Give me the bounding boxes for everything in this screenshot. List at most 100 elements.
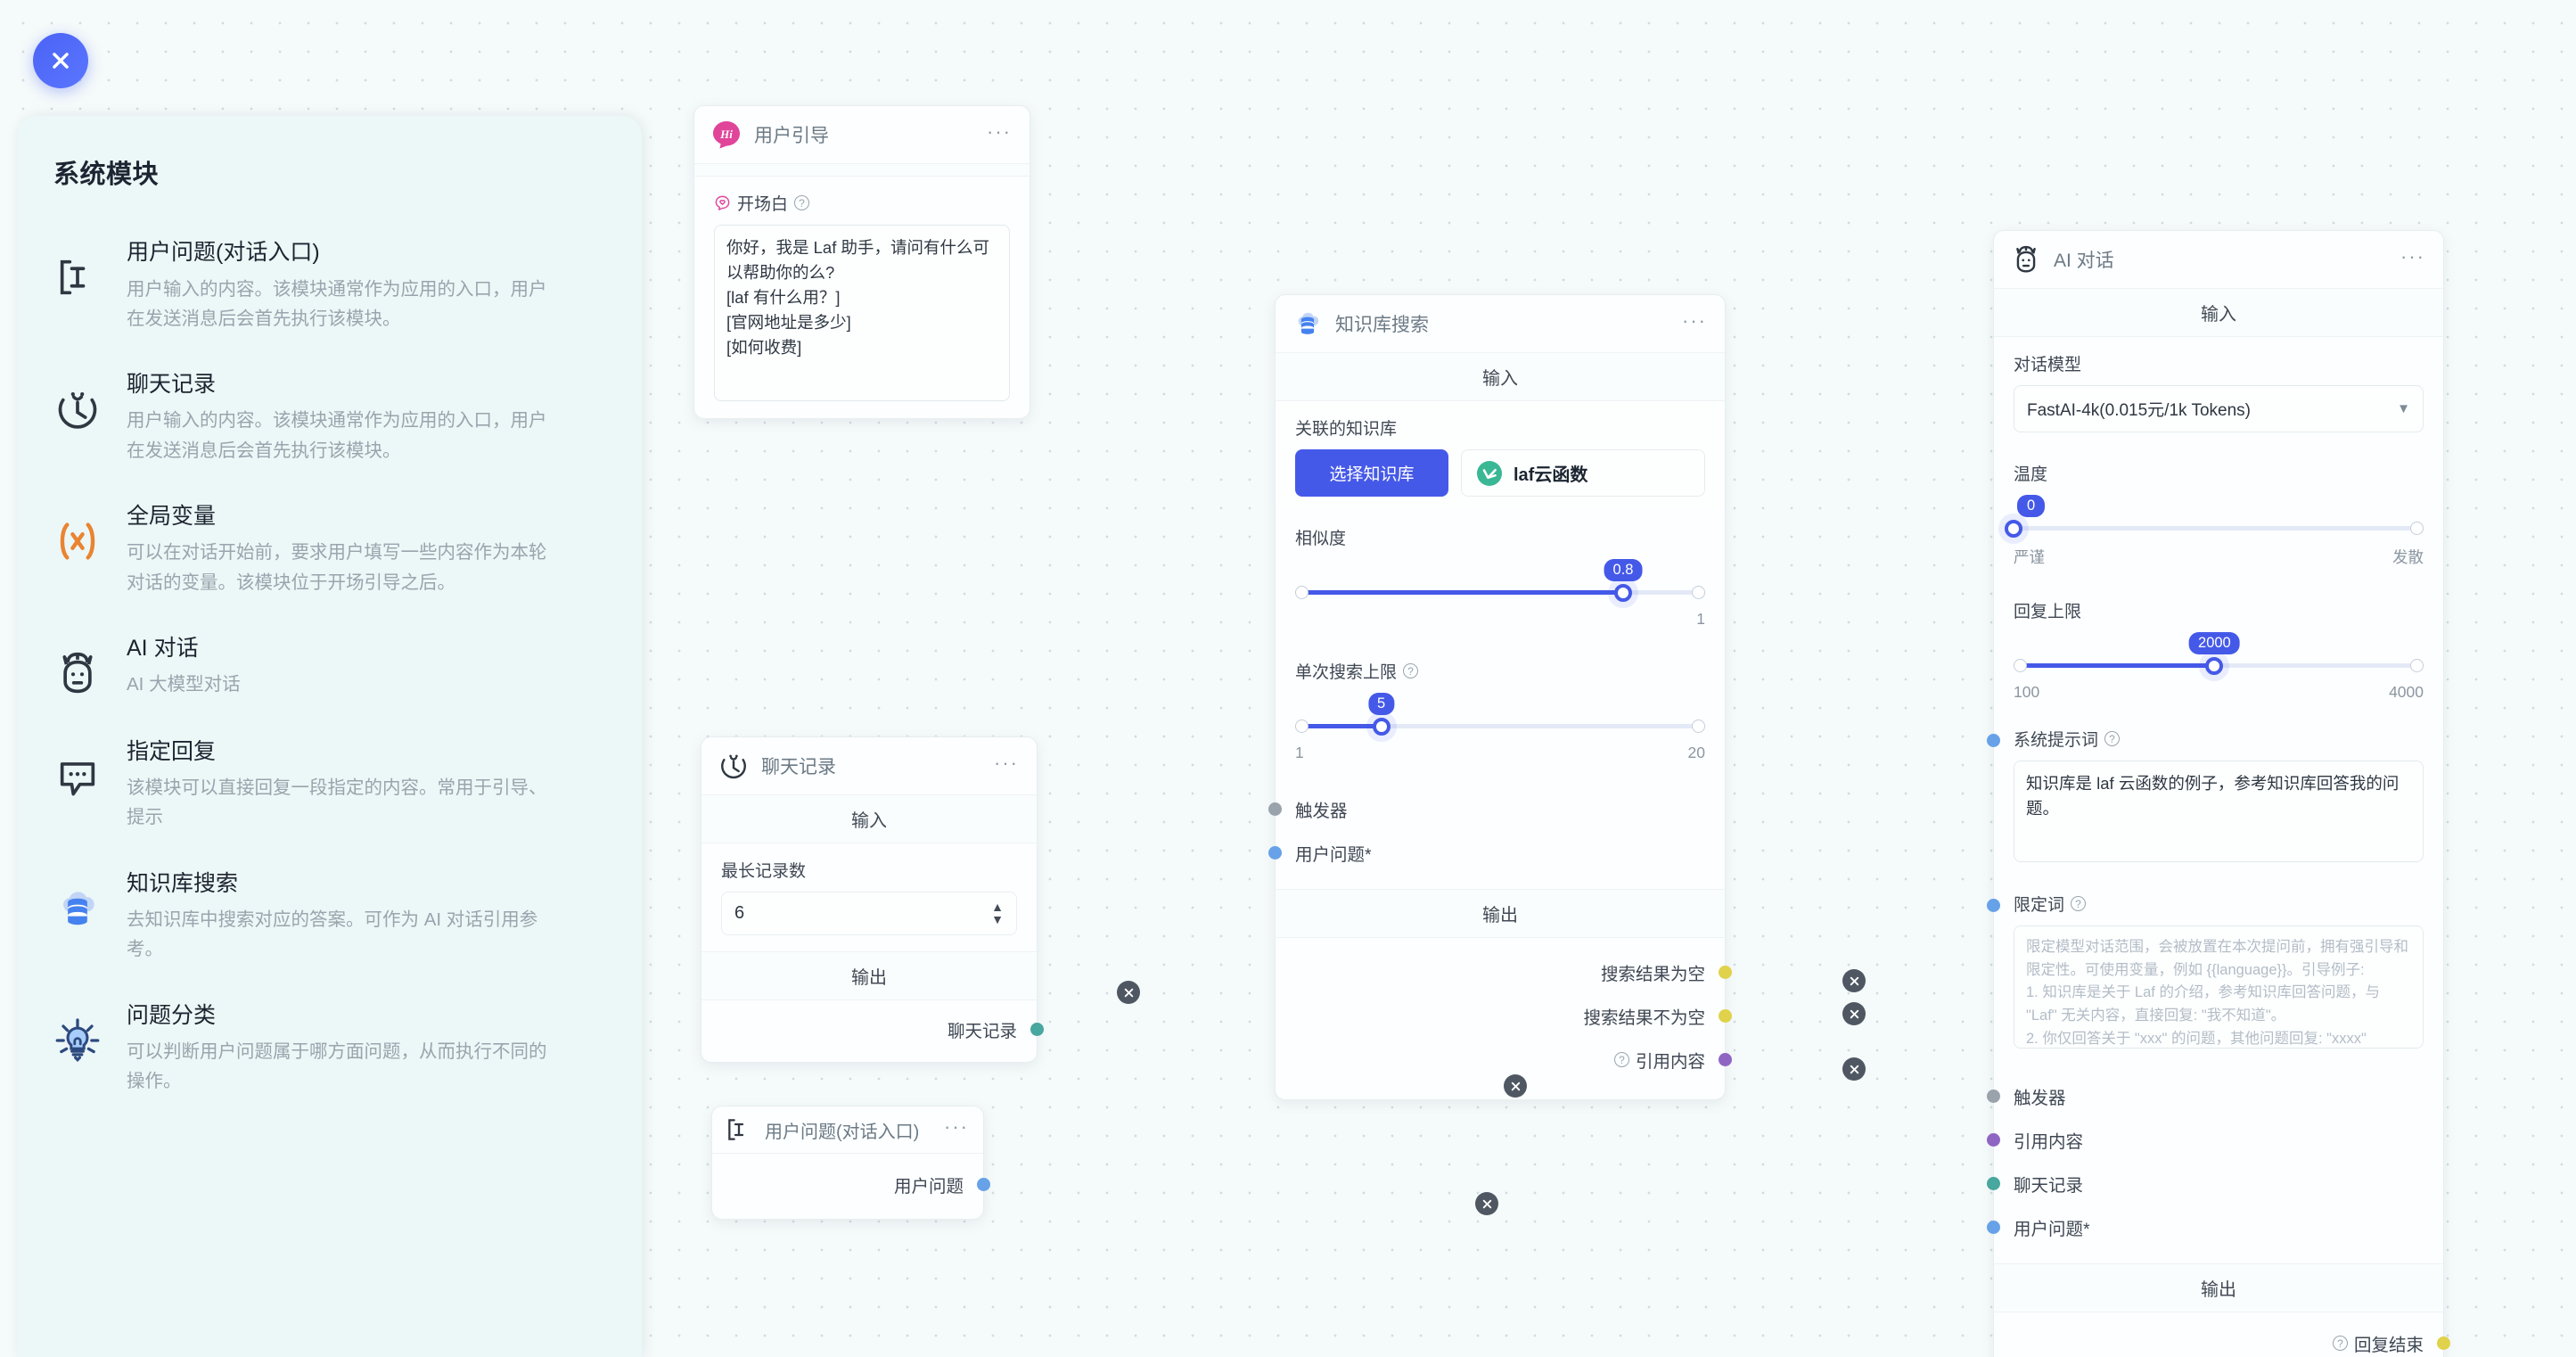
select-kb-button[interactable]: 选择知识库 <box>1295 449 1448 497</box>
port-dot-yellow[interactable] <box>1719 1009 1732 1023</box>
slider-knob[interactable] <box>2005 520 2022 538</box>
port-row-quote-content[interactable]: ? 引用内容 <box>1295 1038 1732 1081</box>
stepper-down-icon[interactable]: ▼ <box>991 912 1004 927</box>
module-item-global-variable[interactable]: 全局变量 可以在对话开始前，要求用户填写一些内容作为本轮对话的变量。该模块位于开… <box>18 481 642 613</box>
node-title: 知识库搜索 <box>1335 315 1429 335</box>
temperature-slider[interactable]: 0 <box>2005 495 2424 547</box>
slider-value-bubble: 5 <box>1368 693 1395 715</box>
module-item-chat-history[interactable]: 聊天记录 用户输入的内容。该模块通常作为应用的入口，用户在发送消息后会首先执行该… <box>18 350 642 481</box>
port-row-user-question-in[interactable]: 用户问题* <box>1987 1205 2424 1249</box>
port-row-chat-history-in[interactable]: 聊天记录 <box>1987 1162 2424 1205</box>
node-menu-button[interactable]: ··· <box>1682 309 1707 333</box>
node-menu-button[interactable]: ··· <box>994 752 1019 775</box>
help-icon[interactable]: ? <box>2104 731 2121 746</box>
module-item-ai-chat[interactable]: AI 对话 AI 大模型对话 <box>18 613 642 717</box>
node-menu-button[interactable]: ··· <box>944 1115 969 1139</box>
module-desc: 可以判断用户问题属于哪方面问题，从而执行不同的操作。 <box>127 1041 547 1092</box>
text-input-icon <box>725 1115 753 1144</box>
port-dot-grey[interactable] <box>1268 802 1282 816</box>
module-item-question-classify[interactable]: 问题分类 可以判断用户问题属于哪方面问题，从而执行不同的操作。 <box>18 981 642 1113</box>
port-dot-grey[interactable] <box>1987 1090 2000 1103</box>
edge-delete-button[interactable] <box>1842 1057 1866 1081</box>
temperature-block: 温度 0 严谨 发散 <box>1994 445 2443 580</box>
edge-delete-button[interactable] <box>1475 1192 1498 1215</box>
lightbulb-icon <box>50 1013 105 1068</box>
port-row-user-question-in[interactable]: 用户问题* <box>1268 831 1705 875</box>
field-label-search-limit: 单次搜索上限 ? <box>1295 659 1705 683</box>
node-kb-search[interactable]: 知识库搜索 ··· 输入 关联的知识库 选择知识库 laf云函数 相似度 <box>1268 294 1732 1100</box>
port-dot-blue[interactable] <box>1987 899 2000 912</box>
edge-delete-button[interactable] <box>1117 981 1140 1004</box>
port-dot-teal[interactable] <box>1987 1177 2000 1190</box>
slider-track <box>1295 724 1705 728</box>
port-dot-blue[interactable] <box>1987 734 2000 747</box>
help-icon[interactable]: ? <box>2332 1336 2348 1351</box>
module-item-user-question[interactable]: 用户问题(对话入口) 用户输入的内容。该模块通常作为应用的入口，用户在发送消息后… <box>18 218 642 350</box>
max-token-slider[interactable]: 2000 <box>2014 632 2424 685</box>
help-icon[interactable]: ? <box>2071 896 2087 911</box>
ai-robot-icon <box>2010 243 2042 276</box>
port-dot-yellow[interactable] <box>2437 1336 2450 1350</box>
port-dot-blue[interactable] <box>977 1178 990 1191</box>
port-row-trigger-in[interactable]: 触发器 <box>1987 1074 2424 1118</box>
node-menu-button[interactable]: ··· <box>2400 245 2425 268</box>
field-label-opening: 开场白 ? <box>714 191 1010 215</box>
module-item-specified-reply[interactable]: 指定回复 该模块可以直接回复一段指定的内容。常用于引导、提示 <box>18 717 642 849</box>
port-dot-teal[interactable] <box>1030 1023 1044 1037</box>
model-select[interactable]: FastAI-4k(0.015元/1k Tokens) ▼ <box>2014 385 2424 432</box>
search-limit-slider[interactable]: 5 <box>1295 693 1705 745</box>
slider-knob[interactable] <box>1372 718 1391 736</box>
node-user-question[interactable]: 用户问题(对话入口) ··· 用户问题 <box>711 1106 990 1220</box>
section-input: 输入 <box>701 795 1037 843</box>
node-chat-history[interactable]: 聊天记录 ··· 输入 最长记录数 6 ▲ ▼ 输出 聊天记录 <box>701 736 1044 1064</box>
node-menu-button[interactable]: ··· <box>987 120 1012 144</box>
system-prompt-input[interactable] <box>2014 761 2424 862</box>
port-label: 搜索结果不为空 <box>1583 1008 1705 1028</box>
port-row-nonempty-result[interactable]: 搜索结果不为空 <box>1295 994 1732 1038</box>
module-item-kb-search[interactable]: 知识库搜索 去知识库中搜索对应的答案。可作为 AI 对话引用参考。 <box>18 849 642 981</box>
node-title: 聊天记录 <box>761 757 836 777</box>
node-title: 用户问题(对话入口) <box>765 1122 920 1142</box>
port-dot-blue[interactable] <box>1987 1221 2000 1234</box>
node-user-guide[interactable]: Hi 用户引导 ··· 开场白 ? <box>693 105 1030 419</box>
node-ai-chat[interactable]: AI 对话 ··· 输入 对话模型 FastAI-4k(0.015元/1k To… <box>1987 230 2450 1357</box>
port-row-chat-history-out[interactable]: 聊天记录 <box>721 1007 1044 1051</box>
close-panel-button[interactable] <box>33 33 88 88</box>
close-icon <box>53 53 69 69</box>
module-desc: 该模块可以直接回复一段指定的内容。常用于引导、提示 <box>127 777 547 828</box>
port-row-empty-result[interactable]: 搜索结果为空 <box>1295 950 1732 994</box>
section-output: 输出 <box>1276 889 1725 938</box>
stepper-arrows[interactable]: ▲ ▼ <box>991 900 1004 927</box>
limit-word-input[interactable] <box>2014 925 2424 1049</box>
system-prompt-block: 系统提示词 ? <box>1987 714 2443 879</box>
similarity-slider[interactable]: 0.8 <box>1295 559 1705 612</box>
node-title: 用户引导 <box>754 126 829 146</box>
help-icon[interactable]: ? <box>794 195 810 210</box>
port-dot-purple[interactable] <box>1719 1053 1732 1066</box>
edge-delete-button[interactable] <box>1504 1074 1527 1098</box>
opening-text-input[interactable] <box>714 225 1010 401</box>
port-row-reply-end[interactable]: ? 回复结束 <box>2014 1321 2450 1357</box>
module-desc: 用户输入的内容。该模块通常作为应用的入口，用户在发送消息后会首先执行该模块。 <box>127 278 547 329</box>
port-dot-purple[interactable] <box>1987 1133 2000 1147</box>
help-icon[interactable]: ? <box>1403 663 1419 678</box>
limit-word-block: 限定词 ? <box>1987 879 2443 1065</box>
port-row-quote-in[interactable]: 引用内容 <box>1987 1118 2424 1162</box>
max-records-stepper[interactable]: 6 ▲ ▼ <box>721 892 1017 936</box>
module-name: 知识库搜索 <box>127 870 239 896</box>
edge-delete-button[interactable] <box>1842 969 1866 992</box>
slider-knob[interactable] <box>2205 657 2224 675</box>
port-row-trigger-in[interactable]: 触发器 <box>1268 787 1705 831</box>
port-row-user-question-out[interactable]: 用户问题 <box>732 1163 990 1206</box>
slider-range: 100 4000 <box>2014 683 2424 702</box>
slider-knob[interactable] <box>1614 584 1632 602</box>
kb-chip-laf[interactable]: laf云函数 <box>1461 449 1705 497</box>
edge-delete-button[interactable] <box>1842 1002 1866 1025</box>
kb-input-ports: 触发器 用户问题* <box>1268 775 1725 889</box>
stepper-up-icon[interactable]: ▲ <box>991 900 1004 914</box>
port-dot-blue[interactable] <box>1268 846 1282 859</box>
port-dot-yellow[interactable] <box>1719 966 1732 979</box>
module-name: 指定回复 <box>127 738 217 764</box>
section-output: 输出 <box>701 951 1037 1001</box>
help-icon[interactable]: ? <box>1613 1052 1629 1067</box>
